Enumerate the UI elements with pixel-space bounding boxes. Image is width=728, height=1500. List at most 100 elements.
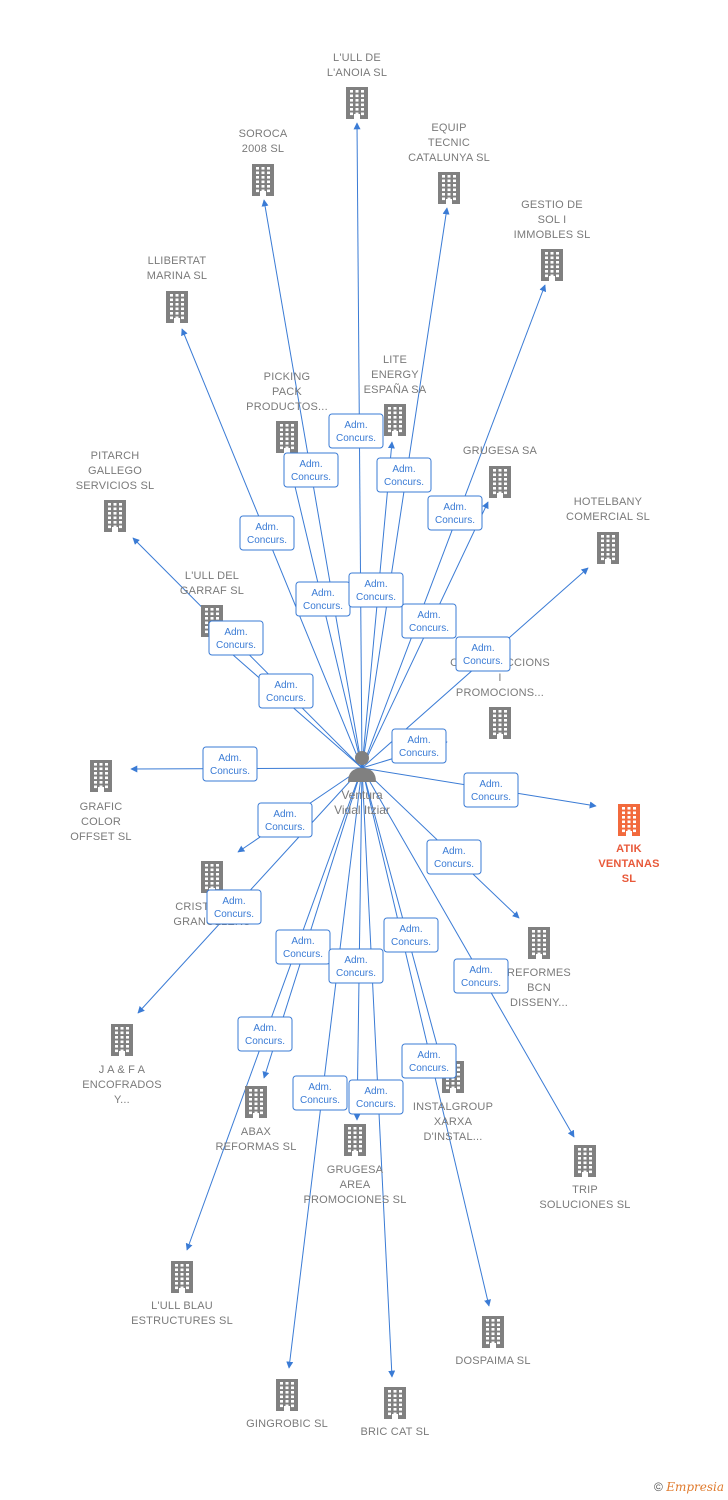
person-icon	[348, 751, 376, 782]
edge-line	[361, 767, 575, 1138]
relation-label: Concurs.	[216, 640, 256, 651]
company-node[interactable]: GINGROBIC SL	[246, 1379, 328, 1430]
relation-label: Adm.	[469, 965, 492, 976]
company-label: EQUIP	[431, 122, 466, 134]
relation-label: Adm.	[308, 1082, 331, 1093]
building-icon	[384, 404, 406, 436]
building-icon	[482, 1316, 504, 1348]
relation-badge[interactable]: Adm.Concurs.	[401, 1043, 457, 1079]
relation-badge[interactable]: Adm.Concurs.	[283, 452, 339, 488]
relation-label: Adm.	[442, 846, 465, 857]
relation-badge[interactable]: Adm. Concurs.	[208, 620, 264, 656]
edge-line	[353, 767, 363, 1121]
company-label: SL	[622, 873, 637, 885]
relation-badge[interactable]: Adm.Concurs.	[237, 1016, 293, 1052]
relation-badge[interactable]: Adm.Concurs.	[426, 839, 482, 875]
relation-label: Adm.	[224, 627, 247, 638]
relation-label: Adm.	[399, 924, 422, 935]
relation-badge[interactable]: Adm. Concurs.	[453, 958, 509, 994]
brand-logo-text[interactable]: Empresia	[666, 1480, 724, 1494]
company-node[interactable]: DOSPAIMA SL	[455, 1316, 530, 1367]
building-icon	[104, 500, 126, 532]
company-node[interactable]: REFORMESBCNDISSENY...	[507, 927, 571, 1009]
relation-badge[interactable]: Adm.Concurs.	[295, 581, 351, 617]
relation-label: Concurs.	[336, 433, 376, 444]
relation-label: Concurs.	[300, 1095, 340, 1106]
relation-badge[interactable]: Adm.Concurs.	[455, 636, 511, 672]
building-icon	[344, 1124, 366, 1156]
company-node[interactable]: BRIC CAT SL	[360, 1387, 429, 1438]
relation-badge[interactable]: Adm.Concurs.	[239, 515, 295, 551]
company-label: LLIBERTAT	[148, 255, 207, 267]
company-label: GRUGESA SA	[463, 445, 538, 457]
building-icon	[618, 804, 640, 836]
relation-label: Concurs.	[435, 515, 475, 526]
relation-badge[interactable]: Adm.Concurs.	[257, 802, 313, 838]
relation-label: Adm.	[364, 579, 387, 590]
company-label: AREA	[340, 1179, 371, 1191]
relation-badge[interactable]: Adm.Concurs.	[202, 746, 258, 782]
company-label: PROMOCIONES SL	[303, 1194, 406, 1206]
relation-badge[interactable]: Adm.Concurs.	[206, 889, 262, 925]
building-icon	[489, 707, 511, 739]
company-label: BCN	[527, 982, 551, 994]
relation-label: Concurs.	[336, 968, 376, 979]
relation-badge[interactable]: Adm.Concurs.	[258, 673, 314, 709]
relation-badge[interactable]: Adm.Concurs.	[391, 728, 447, 764]
company-label: L'ANOIA SL	[327, 67, 387, 79]
relation-badge[interactable]: Adm.Concurs.	[275, 929, 331, 965]
person-name: Ventura	[341, 788, 383, 802]
company-node[interactable]: J A & F AENCOFRADOSY...	[82, 1024, 162, 1106]
relation-badge[interactable]: Adm.Concurs.	[401, 603, 457, 639]
company-label: 2008 SL	[242, 143, 284, 155]
relation-badge[interactable]: Adm.Concurs.	[348, 1079, 404, 1115]
relation-label: Adm.	[218, 753, 241, 764]
company-node[interactable]: L'ULL DE L'ANOIA SL	[327, 52, 387, 119]
relation-label: Adm.	[392, 464, 415, 475]
relation-badge[interactable]: Adm.Concurs.	[427, 495, 483, 531]
relation-label: Adm.	[299, 459, 322, 470]
relation-label: Adm.	[364, 1086, 387, 1097]
company-label: GINGROBIC SL	[246, 1418, 328, 1430]
company-label: L'ULL DE	[333, 52, 381, 64]
company-label: PITARCH	[91, 450, 140, 462]
company-label: PRODUCTOS...	[246, 401, 328, 413]
edge-line	[361, 767, 491, 1307]
company-label: OFFSET SL	[70, 831, 132, 843]
credit: © Empresia	[654, 1480, 724, 1494]
relation-label: Adm.	[311, 588, 334, 599]
relation-label: Concurs.	[265, 822, 305, 833]
relation-badge[interactable]: Adm.Concurs.	[376, 457, 432, 493]
company-label: CATALUNYA SL	[408, 152, 490, 164]
relation-badge[interactable]: Adm.Concurs.	[328, 413, 384, 449]
relation-label: Concurs.	[266, 693, 306, 704]
relation-label: Concurs.	[471, 792, 511, 803]
relation-label: Concurs.	[283, 949, 323, 960]
company-node[interactable]: GRUGESA SA	[463, 445, 538, 498]
company-label: XARXA	[434, 1116, 473, 1128]
relation-label: Adm.	[417, 1050, 440, 1061]
relation-badge[interactable]: Adm. Concurs.	[292, 1075, 348, 1111]
building-icon	[541, 249, 563, 281]
relation-badge[interactable]: Adm.Concurs.	[463, 772, 519, 808]
relation-badge[interactable]: Adm.Concurs.	[348, 572, 404, 608]
relation-label: Concurs.	[461, 978, 501, 989]
company-label: REFORMES	[507, 967, 571, 979]
relation-badge[interactable]: Adm.Concurs.	[328, 948, 384, 984]
company-node[interactable]: PICKINGPACKPRODUCTOS...	[246, 371, 328, 453]
relation-badge[interactable]: Adm.Concurs.	[383, 917, 439, 953]
